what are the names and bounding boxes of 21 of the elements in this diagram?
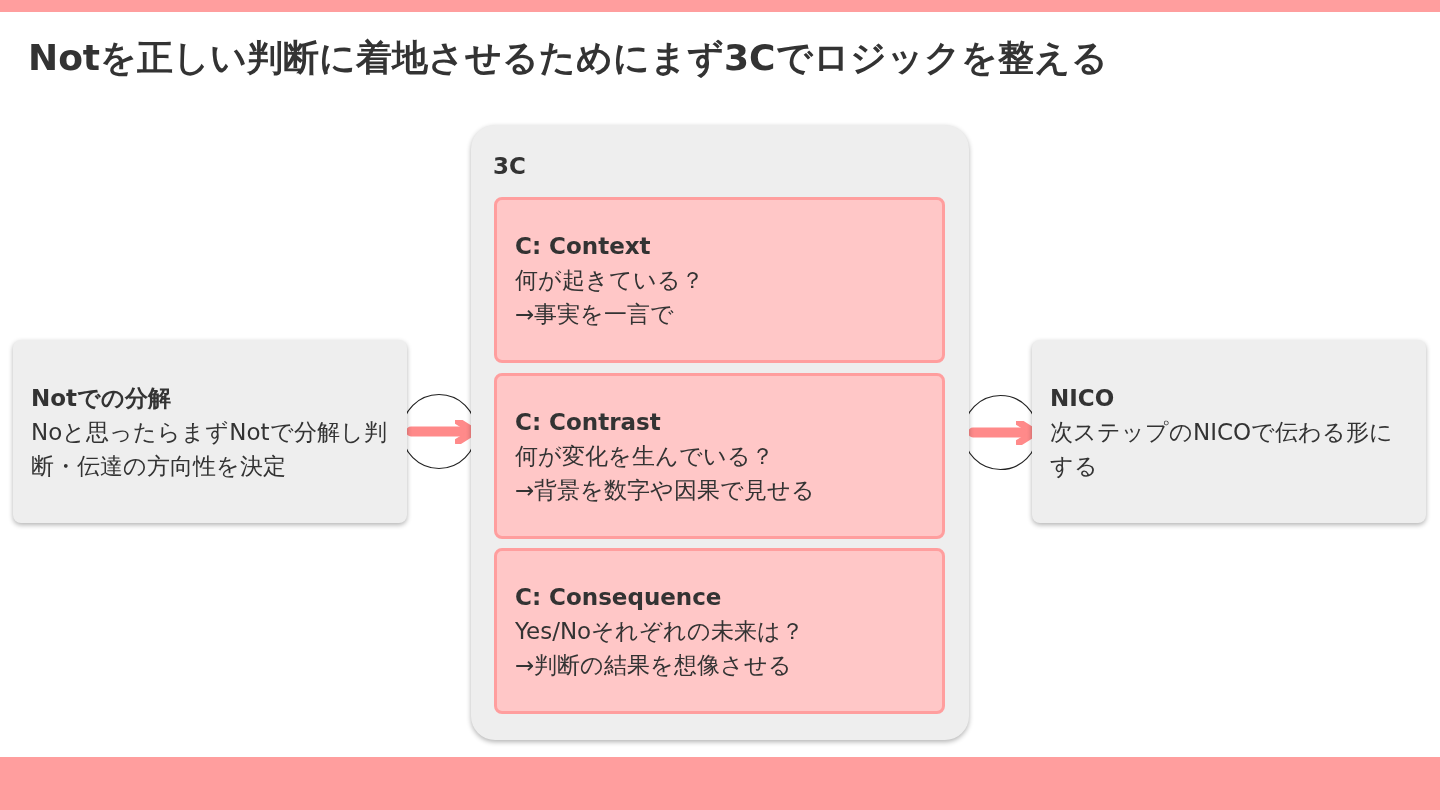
box-text: →背景を数字や因果で見せる [515,476,817,505]
process-box [494,548,945,714]
box-text: 何が起きている？ [515,266,705,295]
process-box [1032,340,1426,523]
group-panel [471,125,969,740]
box-heading: 3C [493,152,527,181]
slide-title: Notを正しい判断に着地させるためにまず3Cでロジックを整える [28,36,1108,80]
box-heading: C: Contrast [515,408,662,437]
box-text: →判断の結果を想像させる [515,651,794,680]
process-box [494,373,945,539]
process-box [13,340,407,523]
process-box [494,197,945,363]
box-text: Yes/Noそれぞれの未来は？ [515,617,806,646]
box-text: 何が変化を生んでいる？ [515,442,775,471]
box-text: 次ステップのNICOで伝わる形にする [1050,417,1395,481]
box-text: →事実を一言で [515,300,676,329]
box-heading: NICO [1050,383,1116,413]
box-heading: Notでの分解 [31,383,173,413]
box-text: Noと思ったらまずNotで分解し判断・伝達の方向性を決定 [31,417,388,481]
box-heading: C: Consequence [515,583,723,612]
box-heading: C: Context [515,232,652,261]
